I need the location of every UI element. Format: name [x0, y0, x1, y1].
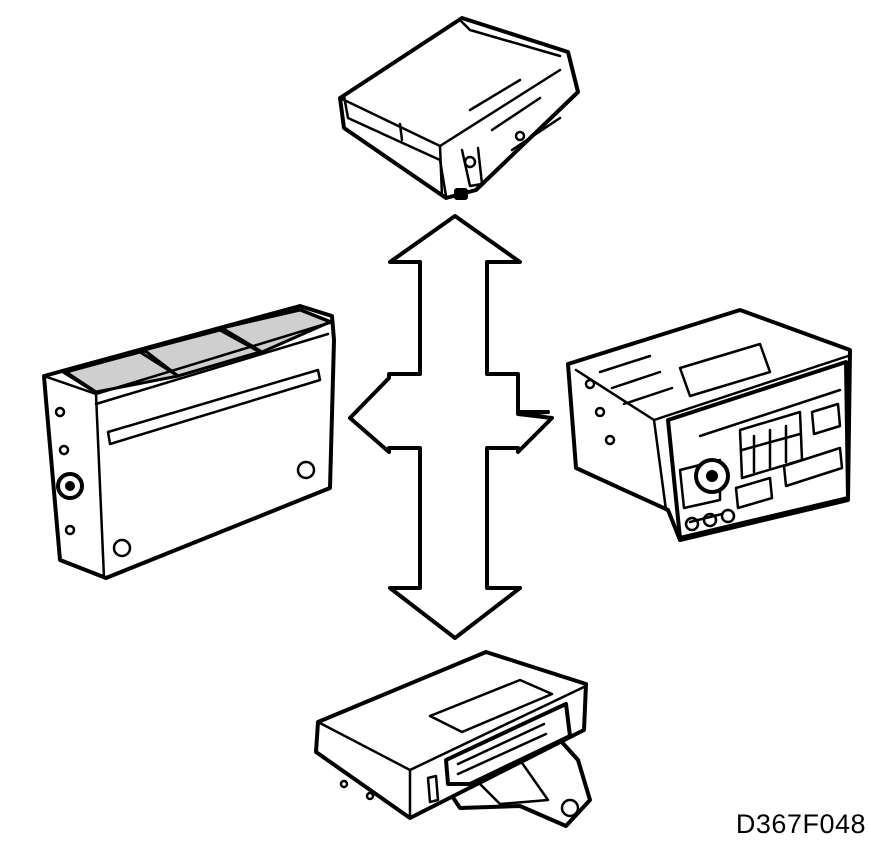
four-way-arrow-icon [348, 214, 554, 640]
radio-head-unit-icon [566, 308, 852, 542]
control-module-bracket-icon [314, 650, 592, 828]
figure-code: D367F048 [735, 809, 866, 839]
cd-changer-icon [42, 304, 336, 580]
module-box-icon [338, 16, 580, 200]
